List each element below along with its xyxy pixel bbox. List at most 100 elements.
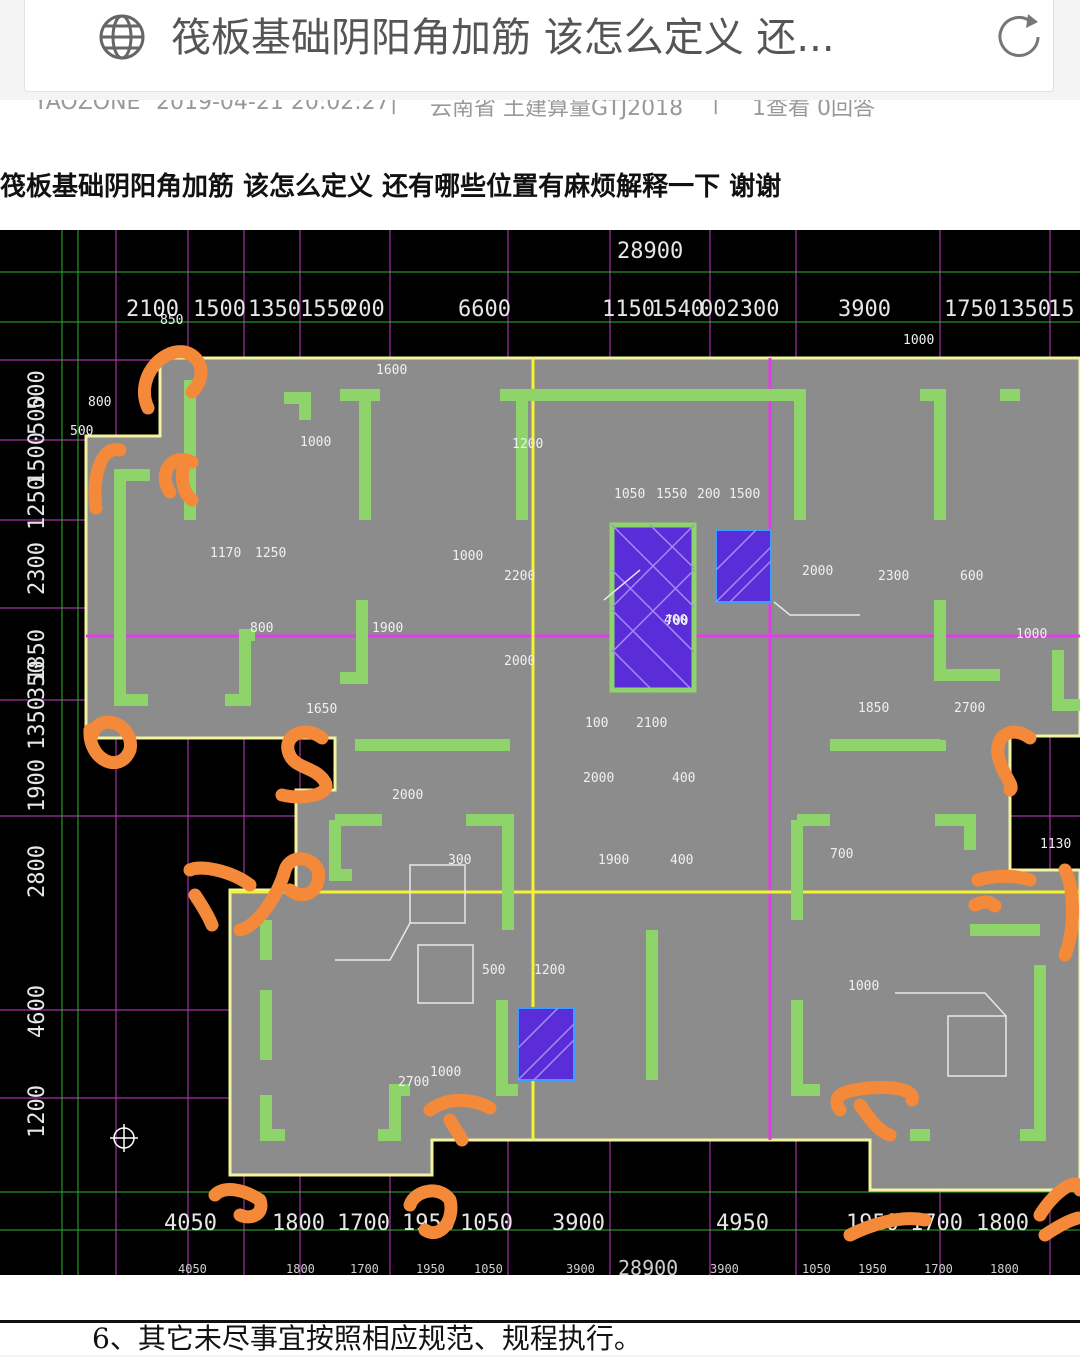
globe-icon: [99, 14, 145, 60]
dim-top: 002300: [700, 297, 779, 322]
dim-bottom: 1800: [272, 1211, 325, 1236]
dim-inner-label: 1200: [512, 437, 543, 452]
dim-inner-label: 1000: [430, 1065, 461, 1080]
dim-top: 1540: [651, 297, 704, 322]
dim-top: 6600: [458, 297, 511, 322]
dim-inner-label: 1050: [614, 487, 645, 502]
dim-inner-label: 700: [665, 614, 688, 629]
dim-bottom-small: 1800: [286, 1262, 315, 1275]
dim-inner-label: 1000: [452, 549, 483, 564]
dim-inner-label: 1250: [255, 546, 286, 561]
refresh-icon[interactable]: [990, 8, 1048, 66]
meta-separator: |: [712, 100, 720, 115]
dim-left: 1200: [25, 1085, 50, 1138]
dim-left: 1500: [25, 432, 50, 485]
post-header: 筏板基础阴阳角加筋 该怎么定义 还有哪些位置有麻烦解释一下 谢谢: [0, 128, 1080, 230]
dim-bottom: 1800: [976, 1211, 1029, 1236]
dim-inner-label: 2000: [802, 564, 833, 579]
dim-left: 4600: [25, 985, 50, 1038]
dim-inner-label: 1170: [210, 546, 241, 561]
browser-title-bar: 筏板基础阴阳角加筋 该怎么定义 还...: [24, 0, 1054, 92]
dim-top: 3900: [838, 297, 891, 322]
dim-inner-label: 300: [448, 853, 471, 868]
dim-bottom-small: 3900: [566, 1262, 595, 1275]
dim-left: 2800: [25, 845, 50, 898]
dim-inner-label: 200: [697, 487, 720, 502]
dim-inner-label: 1550: [656, 487, 687, 502]
dim-left: 500: [25, 370, 50, 410]
cad-drawing-image[interactable]: 28900 2100 1500 1350 1550 200 6600 1150 …: [0, 230, 1080, 1275]
dim-inner-label: 1130: [1040, 837, 1071, 852]
dim-inner-label: 600: [960, 569, 983, 584]
dim-bottom-small: 4050: [178, 1262, 207, 1275]
dim-top: 1750: [944, 297, 997, 322]
corner-annotation-marks: [83, 345, 1080, 1242]
post-stats: 1查看 0回答: [752, 100, 875, 121]
dim-inner-label: 1500: [729, 487, 760, 502]
dim-inner-label: 1200: [534, 963, 565, 978]
dim-bottom-small: 1050: [474, 1262, 503, 1275]
dim-inner-label: 850: [160, 313, 183, 328]
dim-inner-label: 400: [664, 613, 687, 628]
dim-left: 2300: [25, 542, 50, 595]
dim-top: 200: [345, 297, 385, 322]
dim-inner-label: 1000: [848, 979, 879, 994]
post-title: 筏板基础阴阳角加筋 该怎么定义 还有哪些位置有麻烦解释一下 谢谢: [0, 172, 782, 202]
document-band: [0, 1320, 1080, 1355]
dim-inner-label: 100: [585, 716, 608, 731]
dim-inner-label: 1000: [1016, 627, 1047, 642]
document-note: 6、其它未尽事宜按照相应规范、规程执行。: [92, 1322, 642, 1355]
dim-inner-label: 2700: [398, 1075, 429, 1090]
dim-inner-label: 2000: [504, 654, 535, 669]
dim-inner-label: 2000: [583, 771, 614, 786]
dim-top: 1350: [248, 297, 301, 322]
dim-left: 1350: [25, 697, 50, 750]
cad-drawing-canvas: 28900 2100 1500 1350 1550 200 6600 1150 …: [0, 230, 1080, 1275]
dim-inner-label: 500: [482, 963, 505, 978]
dim-inner-label: 1000: [300, 435, 331, 450]
dim-inner-label: 2200: [504, 569, 535, 584]
dim-inner-label: 400: [670, 853, 693, 868]
dim-inner-label: 1850: [858, 701, 889, 716]
page-title[interactable]: 筏板基础阴阳角加筋 该怎么定义 还...: [171, 15, 835, 61]
dim-inner-label: 1900: [372, 621, 403, 636]
dim-top-total: 28900: [617, 239, 683, 264]
dim-inner-label: 2000: [392, 788, 423, 803]
dim-inner-label: 800: [250, 621, 273, 636]
post-author[interactable]: YAOZONE: [34, 100, 141, 115]
dim-top: 1150: [602, 297, 655, 322]
dim-top: 1500: [193, 297, 246, 322]
dim-inner-label: 1000: [903, 333, 934, 348]
dim-left: 350: [25, 660, 50, 700]
dim-inner-label: 500: [70, 424, 93, 439]
dim-inner-label: 800: [88, 395, 111, 410]
dim-bottom-small: 3900: [710, 1262, 739, 1275]
dim-bottom-small: 1700: [350, 1262, 379, 1275]
document-footer-strip: 6、其它未尽事宜按照相应规范、规程执行。: [0, 1275, 1080, 1355]
dim-bottom: 3900: [552, 1211, 605, 1236]
dim-bottom: 4950: [716, 1211, 769, 1236]
dim-left: 1850: [25, 629, 50, 682]
dim-bottom-small: 28900: [618, 1256, 678, 1275]
dim-bottom: 1050: [460, 1211, 513, 1236]
dim-inner-label: 1600: [376, 363, 407, 378]
post-category[interactable]: 云南省 土建算量GTJ2018: [430, 100, 684, 121]
dim-bottom: 4050: [164, 1211, 217, 1236]
dim-bottom: 1700: [337, 1211, 390, 1236]
dim-top: 15: [1048, 297, 1075, 322]
dim-bottom-small: 1800: [990, 1262, 1019, 1275]
dim-bottom-small: 1950: [416, 1262, 445, 1275]
dim-left: 1900: [25, 759, 50, 812]
post-date: 2019-04-21 20:02:27: [156, 100, 390, 115]
dim-bottom-small: 1050: [802, 1262, 831, 1275]
dim-left: 500: [25, 395, 50, 435]
dim-bottom-small: 1700: [924, 1262, 953, 1275]
post-meta-row: YAOZONE 2019-04-21 20:02:27 | 云南省 土建算量GT…: [0, 100, 1080, 128]
dim-left: 1250: [25, 477, 50, 530]
dim-inner-label: 1650: [306, 702, 337, 717]
dim-inner-label: 2700: [954, 701, 985, 716]
dim-bottom-small: 1950: [858, 1262, 887, 1275]
dim-inner-label: 700: [830, 847, 853, 862]
dim-inner-label: 2300: [878, 569, 909, 584]
dim-top: 1550: [300, 297, 353, 322]
